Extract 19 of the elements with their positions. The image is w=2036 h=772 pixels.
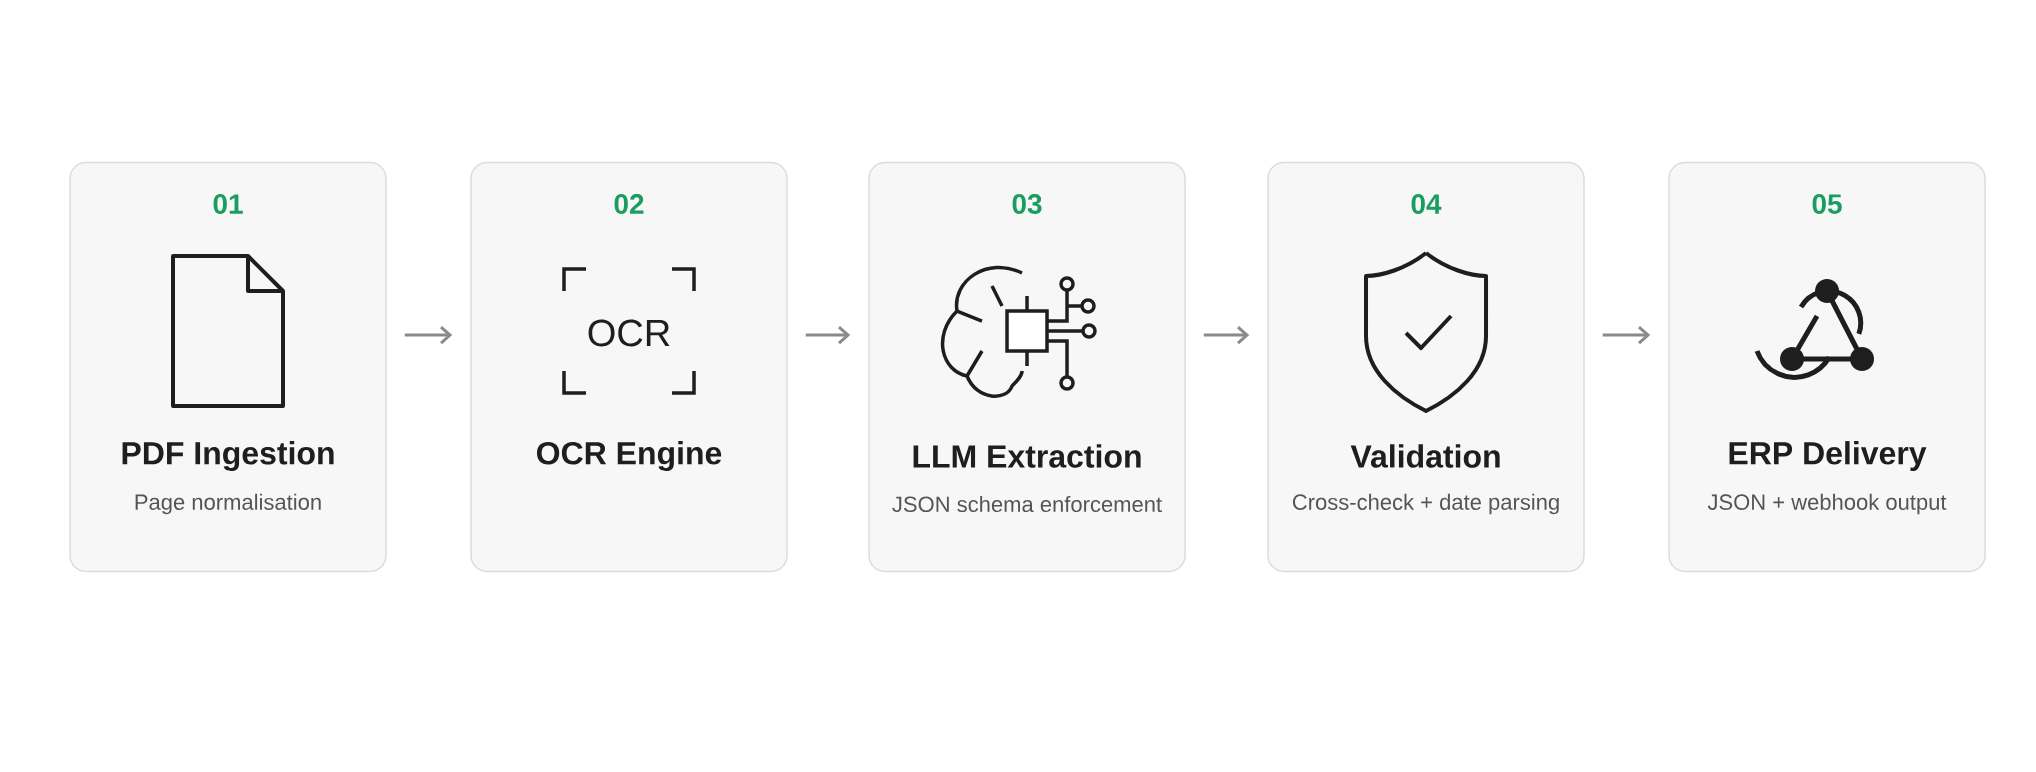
step-subtitle: JSON schema enforcement (892, 495, 1162, 513)
step-title: PDF Ingestion (122, 441, 334, 471)
arrow (1602, 325, 1651, 345)
step-number: 02 (614, 194, 644, 214)
arrow (805, 325, 851, 345)
step-number: 01 (213, 194, 243, 214)
step-title: Validation (1350, 444, 1500, 468)
icon-label: OCR (588, 319, 670, 347)
step-subtitle: Page normalisation (135, 493, 321, 515)
step-number: 03 (1012, 194, 1042, 214)
step-title: ERP Delivery (1729, 441, 1927, 471)
arrow (1203, 325, 1250, 345)
step-title: LLM Extraction (913, 444, 1141, 468)
step-subtitle: Cross-check + date parsing (1292, 493, 1559, 515)
step-title: OCR Engine (537, 441, 722, 471)
step-subtitle: JSON + webhook output (1707, 493, 1947, 515)
step-number: 04 (1411, 194, 1442, 214)
step-number: 05 (1812, 194, 1842, 214)
arrow (404, 325, 453, 345)
